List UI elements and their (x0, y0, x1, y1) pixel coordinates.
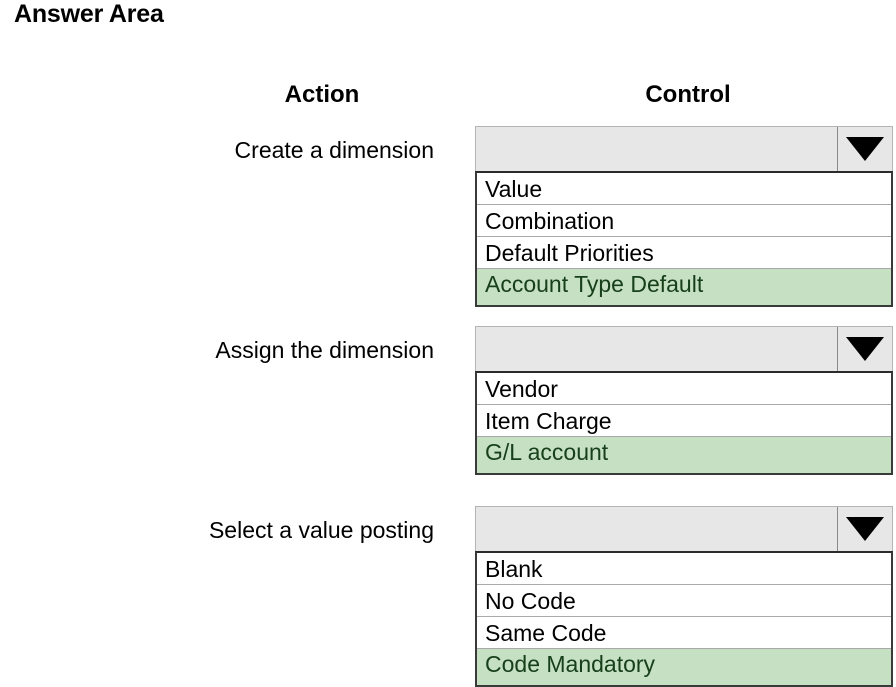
chevron-down-glyph (846, 137, 884, 161)
dropdown-select-a-value-posting[interactable] (475, 506, 893, 551)
chevron-down-glyph (846, 337, 884, 361)
action-label: Create a dimension (234, 137, 434, 163)
list-item[interactable]: No Code (477, 585, 891, 617)
chevron-down-icon[interactable] (838, 327, 892, 371)
list-item[interactable]: Default Priorities (477, 237, 891, 269)
dropdown-value-select-a-value-posting[interactable] (476, 507, 838, 551)
list-item[interactable]: Vendor (477, 373, 891, 405)
action-label: Select a value posting (208, 517, 434, 543)
chevron-down-icon[interactable] (838, 507, 892, 551)
page-title: Answer Area (14, 0, 164, 28)
list-item-selected[interactable]: G/L account (477, 437, 891, 473)
list-item[interactable]: Combination (477, 205, 891, 237)
list-item[interactable]: Blank (477, 553, 891, 585)
list-item-selected[interactable]: Account Type Default (477, 269, 891, 305)
action-label: Assign the dimension (215, 337, 434, 363)
list-item-selected[interactable]: Code Mandatory (477, 649, 891, 685)
dropdown-value-create-a-dimension[interactable] (476, 127, 838, 171)
column-header-action: Action (284, 81, 360, 108)
list-item[interactable]: Item Charge (477, 405, 891, 437)
dropdown-create-a-dimension[interactable] (475, 126, 893, 171)
dropdown-options-assign-the-dimension: Vendor Item Charge G/L account (475, 371, 893, 475)
dropdown-value-assign-the-dimension[interactable] (476, 327, 838, 371)
dropdown-options-create-a-dimension: Value Combination Default Priorities Acc… (475, 171, 893, 307)
dropdown-assign-the-dimension[interactable] (475, 326, 893, 371)
chevron-down-icon[interactable] (838, 127, 892, 171)
list-item[interactable]: Same Code (477, 617, 891, 649)
dropdown-options-select-a-value-posting: Blank No Code Same Code Code Mandatory (475, 551, 893, 687)
list-item[interactable]: Value (477, 173, 891, 205)
chevron-down-glyph (846, 517, 884, 541)
column-header-control: Control (645, 81, 731, 108)
